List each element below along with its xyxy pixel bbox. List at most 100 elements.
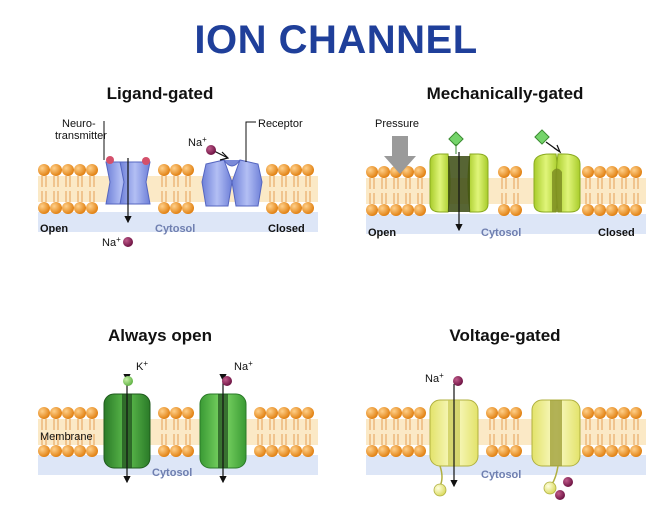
lipid-head [158, 164, 170, 176]
lipid-head [510, 204, 522, 216]
voltage-open-channel [429, 384, 479, 497]
potassium-leak-channel [103, 374, 151, 484]
lipid-head [170, 202, 182, 214]
lipid-head [50, 407, 62, 419]
lipid-head [254, 407, 266, 419]
lipid-head [582, 445, 594, 457]
sodium-ion-cytosol-2 [555, 490, 565, 500]
lipid-head [74, 202, 86, 214]
lipid-head [618, 204, 630, 216]
voltage-gated-title: Voltage-gated [449, 326, 561, 345]
lipid-head [278, 407, 290, 419]
sodium-ion-top [206, 145, 216, 155]
lipid-head [86, 445, 98, 457]
lipid-head [390, 204, 402, 216]
voltage-closed-channel [531, 399, 581, 495]
lipid-head [582, 166, 594, 178]
lipid-head [50, 164, 62, 176]
lipid-head [254, 445, 266, 457]
always-open-title: Always open [108, 326, 212, 345]
lipid-head [266, 164, 278, 176]
ligand-closed-label: Closed [268, 223, 305, 235]
sodium-ion-always [222, 376, 232, 386]
sodium-leak-channel [199, 374, 247, 484]
page-title: ION CHANNEL [194, 18, 478, 62]
ligand-open-channel [105, 158, 151, 224]
sodium-label-top: Na+ [188, 135, 207, 149]
neurotransmitter-marker [106, 156, 114, 164]
mechanical-marker-closed [534, 129, 550, 145]
lipid-head [582, 407, 594, 419]
lipid-head [366, 445, 378, 457]
ligand-open-label: Open [40, 223, 68, 235]
lipid-head [62, 445, 74, 457]
lipid-head [278, 445, 290, 457]
cytosol-band [366, 214, 646, 234]
lipid-head [170, 407, 182, 419]
lipid-head [402, 204, 414, 216]
lipid-head [498, 166, 510, 178]
inactivation-gate-closed [543, 481, 557, 495]
lipid-head [630, 204, 642, 216]
lipid-head [366, 204, 378, 216]
lipid-head [618, 445, 630, 457]
voltage-cytosol-label: Cytosol [481, 469, 521, 481]
mechanical-marker-open [448, 131, 464, 147]
lipid-head [86, 407, 98, 419]
lipid-head [74, 407, 86, 419]
inactivation-gate-open [433, 483, 447, 497]
lipid-head [38, 164, 50, 176]
lipid-head [606, 204, 618, 216]
lipid-head [390, 445, 402, 457]
lipid-head [414, 407, 426, 419]
lipid-head [62, 164, 74, 176]
lipid-head [38, 202, 50, 214]
mechanical-membrane [366, 166, 646, 234]
lipid-head [594, 204, 606, 216]
lipid-head [390, 407, 402, 419]
membrane-label: Membrane [40, 431, 93, 443]
sodium-ion-cytosol-1 [563, 477, 573, 487]
lipid-head [290, 445, 302, 457]
sodium-label-bottom: Na+ [102, 235, 121, 249]
potassium-ion [123, 376, 133, 386]
lipid-head [378, 445, 390, 457]
lipid-head [266, 445, 278, 457]
lipid-head [402, 166, 414, 178]
mechanically-gated-title: Mechanically-gated [426, 84, 584, 103]
lipid-head [182, 407, 194, 419]
lipid-head [498, 204, 510, 216]
mechanical-closed-channel [533, 153, 581, 213]
lipid-head [582, 204, 594, 216]
lipid-head [498, 445, 510, 457]
lipid-head [62, 202, 74, 214]
sodium-label-always: Na+ [234, 359, 253, 373]
lipid-head [594, 407, 606, 419]
lipid-head [606, 166, 618, 178]
ligand-closed-channel [201, 159, 263, 207]
neurotransmitter-marker [142, 157, 150, 165]
lipid-head [302, 164, 314, 176]
ligand-gated-title: Ligand-gated [106, 84, 214, 103]
lipid-head [498, 407, 510, 419]
membranes [38, 164, 646, 475]
lipid-head [38, 407, 50, 419]
lipid-head [302, 445, 314, 457]
lipid-head [606, 407, 618, 419]
lipid-head [606, 445, 618, 457]
lipid-head [402, 445, 414, 457]
pressure-label: Pressure [375, 118, 419, 130]
lipid-head [414, 204, 426, 216]
receptor-label: Receptor [258, 118, 303, 130]
mechanical-closed-label: Closed [598, 227, 635, 239]
always-cytosol-label: Cytosol [152, 467, 192, 479]
mechanical-cytosol-label: Cytosol [481, 227, 521, 239]
mechanical-open-label: Open [368, 227, 396, 239]
lipid-head [158, 445, 170, 457]
sodium-ion-bottom [123, 237, 133, 247]
pressure-arrow-icon [384, 136, 416, 174]
potassium-label: K+ [136, 359, 148, 373]
release-arrow-icon [545, 141, 562, 154]
lipid-head [86, 202, 98, 214]
